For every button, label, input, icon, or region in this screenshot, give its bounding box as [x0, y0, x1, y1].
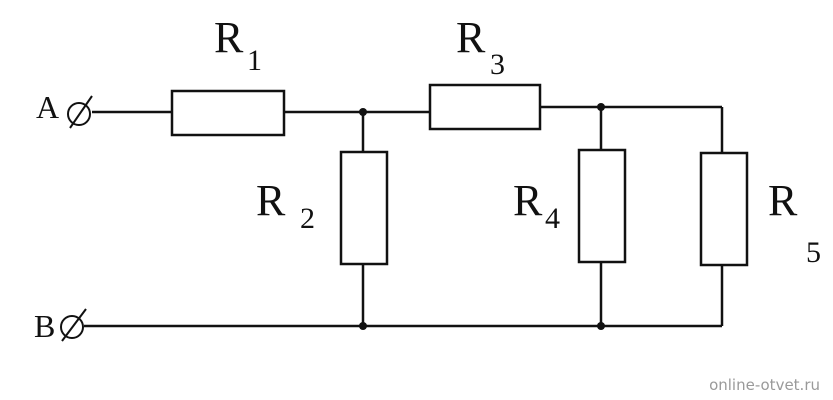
- junction-node-r2-bottom: [359, 322, 367, 330]
- label-r2-index: 2: [300, 202, 315, 235]
- terminal-b: B: [34, 308, 87, 344]
- terminal-a-slash: [69, 95, 93, 129]
- watermark-text: online-otvet.ru: [709, 376, 820, 394]
- terminal-b-slash: [61, 308, 87, 342]
- label-r5-index: 5: [806, 236, 821, 269]
- label-r1: R 1: [214, 13, 262, 77]
- label-r4-index: 4: [545, 202, 560, 235]
- terminal-a-label: A: [36, 89, 59, 125]
- resistor-r1: [170, 89, 286, 137]
- label-r1-index: 1: [247, 44, 262, 77]
- terminal-a: A: [36, 89, 93, 129]
- wires: [84, 105, 724, 328]
- junction-node-r4-bottom: [597, 322, 605, 330]
- resistor-r2: [339, 150, 389, 266]
- terminal-a-circle: [67, 102, 91, 126]
- label-r5: R 5: [768, 176, 821, 269]
- label-r5-letter: R: [768, 176, 798, 225]
- label-r3-index: 3: [490, 48, 505, 81]
- junction-node-r2-top: [359, 108, 367, 116]
- junction-node-r4-top: [597, 103, 605, 111]
- label-r4: R 4: [513, 176, 560, 235]
- terminal-b-circle: [60, 315, 84, 339]
- label-r1-letter: R: [214, 13, 244, 62]
- terminal-b-label: B: [34, 308, 55, 344]
- resistor-r4: [577, 148, 627, 264]
- label-r2-letter: R: [256, 176, 286, 225]
- resistor-r5: [699, 151, 749, 267]
- label-r3-letter: R: [456, 13, 486, 62]
- label-r4-letter: R: [513, 176, 543, 225]
- label-r2: R 2: [256, 176, 315, 235]
- label-r3: R 3: [456, 13, 505, 81]
- resistor-r3: [428, 83, 542, 131]
